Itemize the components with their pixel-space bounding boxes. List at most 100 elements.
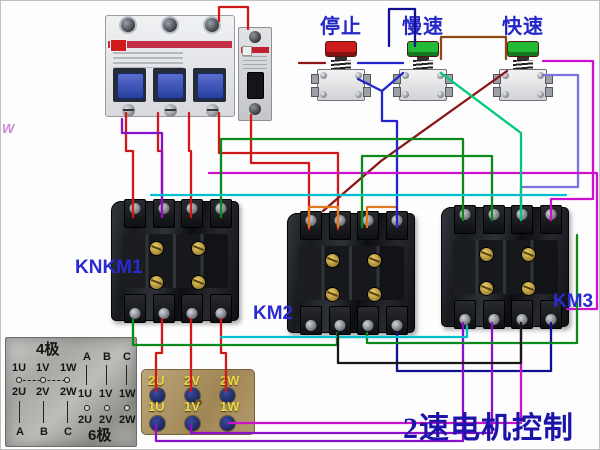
terminal-tab (493, 87, 501, 97)
wire (380, 89, 399, 229)
plate-label: C (123, 351, 131, 363)
breaker-terminal-screw (121, 18, 135, 32)
contactor-body (452, 240, 558, 294)
button-spring (331, 60, 351, 69)
contactor-terminal (300, 211, 322, 240)
contactor-terminal (181, 199, 204, 228)
brass-screw (480, 248, 493, 261)
breaker-terminal-screw (164, 104, 177, 117)
contactor-body (298, 246, 404, 300)
contactor-terminal (328, 211, 351, 240)
contactor-terminal (209, 199, 232, 228)
plate-link-line (67, 401, 68, 423)
contactor-km3 (441, 205, 569, 329)
button-switch-body (311, 69, 371, 101)
label-km1: KNKM1 (75, 257, 143, 278)
contactor-terminal (181, 294, 204, 323)
contactor-terminal (152, 199, 175, 228)
block-label: 2U (148, 373, 165, 388)
aux-breaker-brand-chip (242, 46, 252, 56)
aux-breaker-stripe (241, 47, 269, 53)
block-label: 1W (220, 399, 240, 414)
button-spring (413, 60, 433, 69)
plate-label: A (16, 426, 24, 438)
contactor-terminal (152, 294, 175, 323)
breaker-terminal-screw (205, 18, 219, 32)
button-switch-body (493, 69, 553, 101)
contactor-terminal (124, 294, 146, 323)
contactor-terminal (300, 306, 322, 335)
button-neck (417, 57, 429, 60)
plate-link-line (126, 365, 127, 385)
plate-label: 1V (36, 362, 50, 374)
block-label: 2W (220, 373, 240, 388)
terminal-tab (311, 74, 319, 84)
six-pole-title: 6极 (88, 427, 112, 444)
label-km3: KM3 (553, 291, 594, 312)
block-label: 2V (184, 373, 200, 388)
button-slow: 慢速 (393, 15, 453, 101)
aux-breaker-terminal (249, 31, 261, 43)
plate-link-line (19, 401, 20, 423)
screw (402, 72, 409, 79)
contactor-terminal (454, 205, 476, 234)
contactor-terminal (357, 306, 380, 335)
aux-breaker-rating-text (243, 56, 267, 69)
terminal-tab (545, 87, 553, 97)
plate-link-line (43, 401, 44, 423)
plate-terminal-dot (84, 405, 90, 411)
plate-label: 2U (12, 386, 27, 398)
brass-screw (192, 242, 205, 255)
contactor-terminal (511, 205, 534, 234)
breaker-brand-chip (110, 39, 127, 52)
plate-terminal-dot (40, 377, 46, 383)
brass-screw (522, 282, 535, 295)
button-slow-label: 慢速 (402, 16, 444, 38)
breaker-toggle-slot (193, 68, 226, 102)
contactor-terminal (511, 300, 534, 329)
aux-breaker (238, 27, 272, 121)
breaker-rating-text (113, 52, 183, 68)
aux-breaker-toggle (247, 72, 264, 99)
plate-label: 2W (119, 414, 136, 426)
screw (402, 91, 409, 98)
plate-label: C (64, 426, 72, 438)
aux-breaker-terminal (249, 103, 261, 115)
contactor-terminal (357, 211, 380, 240)
screw (502, 91, 509, 98)
plate-label: 2U (78, 414, 93, 426)
terminal-tab (445, 74, 453, 84)
button-neck (517, 57, 529, 60)
brass-screw (522, 248, 535, 261)
contactor-terminal (482, 205, 505, 234)
breaker-toggle-slot (113, 68, 146, 102)
block-terminal (185, 416, 200, 431)
breaker-toggle (117, 73, 144, 99)
plate-terminal-dot (64, 377, 70, 383)
screw (320, 72, 327, 79)
brass-screw (326, 254, 339, 267)
button-fast: 快速 (493, 15, 553, 101)
main-breaker (105, 15, 235, 117)
contactor-terminal (539, 205, 562, 234)
terminal-tab (311, 87, 319, 97)
wire (541, 59, 595, 222)
terminal-tab (493, 74, 501, 84)
brass-screw (192, 276, 205, 289)
breaker-terminal-screw (163, 18, 177, 32)
plate-link-line (106, 365, 107, 385)
button-switch-body (393, 69, 453, 101)
contactor-km2 (287, 211, 415, 335)
breaker-toggle (157, 73, 184, 99)
wire (219, 137, 465, 222)
motor-terminal-block: 2U 2V 2W 1U 1V 1W (141, 369, 255, 435)
brass-screw (326, 288, 339, 301)
wire (395, 321, 553, 373)
plate-label: 1U (78, 388, 93, 400)
contactor-terminal (328, 306, 351, 335)
plate-terminal-dot (124, 405, 130, 411)
block-terminal (220, 416, 235, 431)
terminal-tab (363, 87, 371, 97)
plate-label: 2V (99, 414, 113, 426)
